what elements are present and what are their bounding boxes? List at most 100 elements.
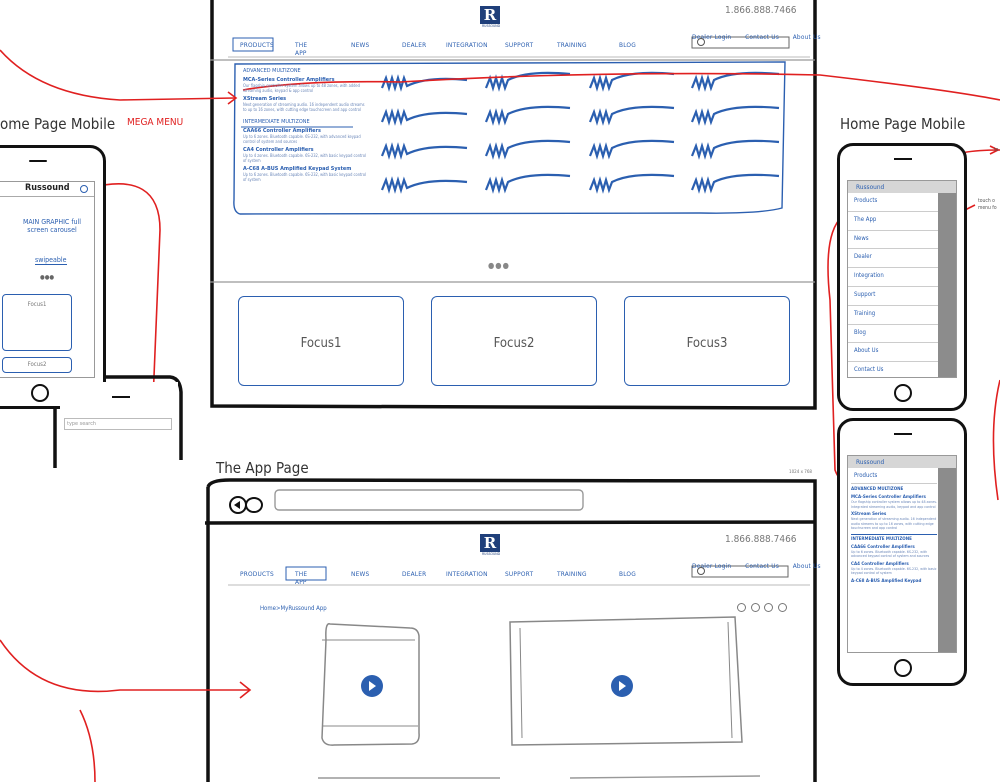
nav-training[interactable]: TRAINING (557, 570, 587, 578)
nav-dealer[interactable]: DEALER (402, 570, 427, 578)
dealer-login-link[interactable]: Dealer Login (692, 33, 732, 41)
social-icons (737, 597, 787, 616)
menu-item-products[interactable]: Products (848, 193, 938, 212)
menu-item-blog[interactable]: Blog (848, 325, 938, 344)
nav-support[interactable]: SUPPORT (505, 41, 534, 49)
mega-menu: ADVANCED MULTIZONE MCA-Series Controller… (243, 68, 368, 182)
size-note: 1024 x 768 (789, 470, 812, 475)
focus-card-1[interactable]: Focus1 (238, 296, 404, 386)
search-icon[interactable] (697, 567, 705, 575)
mega-item[interactable]: CAA66 Controller Amplifiers Up to 6 zone… (851, 545, 937, 559)
mega-item[interactable]: XStream Series Next generation of stream… (851, 512, 937, 531)
focus-label: Focus2 (493, 335, 535, 351)
overlay-dim[interactable] (938, 468, 956, 652)
share-icon[interactable] (777, 603, 787, 612)
carousel-dots[interactable]: ●●● (488, 261, 510, 270)
logo-text: RUSSOUND (481, 552, 501, 556)
twitter-icon[interactable] (750, 603, 760, 612)
mega-item[interactable]: XStream Series Next generation of stream… (243, 96, 368, 112)
mega-item-desc: Our flagship controller system allows up… (243, 83, 360, 93)
mega-item[interactable]: MCA-Series Controller Amplifiers Our fla… (243, 77, 368, 93)
dealer-login-link[interactable]: Dealer Login (692, 562, 732, 570)
nav-news[interactable]: NEWS (351, 41, 370, 49)
menu-item-training[interactable]: Training (848, 306, 938, 325)
phone-speaker (29, 160, 47, 162)
brand-name[interactable]: Russound (856, 458, 885, 466)
menu-item-news[interactable]: News (848, 231, 938, 250)
mega-item-title: A-C68 A-BUS Amplified Keypad System (243, 166, 352, 172)
nav-the-app[interactable]: THE APP (295, 41, 308, 57)
mega-item[interactable]: CAA66 Controller Amplifiers Up to 6 zone… (243, 128, 368, 144)
mega-item-desc: Up to 6 zones. Bluetooth capable. 6S-232… (851, 549, 930, 559)
mega-item-desc: Up to 6 zones. Bluetooth capable. 6S-232… (243, 172, 367, 182)
logo[interactable]: R RUSSOUND (480, 534, 502, 560)
home-button[interactable] (894, 659, 912, 677)
menu-item-support[interactable]: Support (848, 287, 938, 306)
utility-links: Dealer Login Contact Us About Us (692, 24, 821, 43)
phone-screen: Russound Products ADVANCED MULTIZONE MCA… (847, 455, 957, 653)
nav-products[interactable]: PRODUCTS (240, 41, 274, 49)
nav-news[interactable]: NEWS (351, 570, 370, 578)
mega-item[interactable]: MCA-Series Controller Amplifiers Our fla… (851, 495, 937, 509)
focus-label: Focus1 (27, 301, 47, 308)
menu-header: Russound (848, 456, 956, 468)
nav-dealer[interactable]: DEALER (402, 41, 427, 49)
mega-item[interactable]: CA4 Controller Amplifiers Up to 4 zones.… (851, 562, 937, 576)
mega-item[interactable]: CA4 Controller Amplifiers Up to 4 zones.… (243, 147, 368, 163)
nav-products[interactable]: PRODUCTS (240, 570, 274, 578)
menu-item-dealer[interactable]: Dealer (848, 249, 938, 269)
nav-training[interactable]: TRAINING (557, 41, 587, 49)
breadcrumb[interactable]: Home>MyRussound App (260, 605, 327, 612)
video-play-icon[interactable] (361, 675, 383, 697)
about-us-link[interactable]: About Us (792, 562, 821, 570)
search-field[interactable]: type search (64, 418, 172, 430)
overlay-dim[interactable] (938, 193, 956, 377)
focus-card-1[interactable]: Focus1 (2, 294, 72, 351)
nav-support[interactable]: SUPPORT (505, 570, 534, 578)
contact-us-link[interactable]: Contact Us (745, 33, 779, 41)
menu-item-about-us[interactable]: About Us (848, 343, 938, 363)
mega-item-title: CAA66 Controller Amplifiers (243, 128, 321, 134)
focus-card-2[interactable]: Focus2 (431, 296, 597, 386)
right-phone-menu: Russound Products The App News Dealer In… (837, 143, 967, 411)
left-phone: Russound MAIN GRAPHIC full screen carous… (0, 145, 106, 409)
contact-us-link[interactable]: Contact Us (745, 562, 779, 570)
home-button[interactable] (31, 384, 49, 402)
mega-item-desc: Up to 6 zones. Bluetooth capable. 6S-232… (243, 134, 361, 144)
menu-item-products[interactable]: Products (851, 468, 937, 484)
nav-integration[interactable]: INTEGRATION (446, 41, 488, 49)
focus-card-3[interactable]: Focus3 (624, 296, 790, 386)
phone-screen: Russound Products The App News Dealer In… (847, 180, 957, 378)
brand-name[interactable]: Russound (25, 183, 70, 193)
mega-item-title: MCA-Series Controller Amplifiers (243, 77, 335, 83)
menu-item-the-app[interactable]: The App (848, 212, 938, 231)
logo-mark: R (480, 6, 500, 24)
menu-item-contact-us[interactable]: Contact Us (854, 366, 884, 374)
logo-mark: R (480, 534, 500, 552)
video-play-icon[interactable] (611, 675, 633, 697)
mobile-header: Russound (0, 182, 94, 197)
focus-card-2[interactable]: Focus2 (2, 357, 72, 373)
nav-the-app[interactable]: THE APP (295, 570, 308, 586)
carousel-dots[interactable]: ●●● (40, 274, 55, 281)
products-expanded: Products ADVANCED MULTIZONE MCA-Series C… (848, 468, 937, 584)
facebook-icon[interactable] (737, 603, 746, 612)
nav-blog[interactable]: BLOG (619, 41, 636, 49)
swipe-label[interactable]: swipeable (35, 256, 67, 265)
mega-item[interactable]: A-C68 A-BUS Amplified Keypad (851, 579, 937, 584)
about-us-link[interactable]: About Us (792, 33, 821, 41)
nav-blog[interactable]: BLOG (619, 570, 636, 578)
mega-item[interactable]: A-C68 A-BUS Amplified Keypad System Up t… (243, 166, 368, 182)
annotation-note: touch o menu fo (978, 198, 997, 211)
nav-integration[interactable]: INTEGRATION (446, 570, 488, 578)
home-button[interactable] (894, 384, 912, 402)
search-phone-screen: type search (60, 382, 178, 462)
brand-name[interactable]: Russound (856, 183, 885, 191)
search-icon[interactable] (80, 185, 88, 193)
search-icon[interactable] (697, 38, 705, 46)
mega-item-title: CAA66 Controller Amplifiers (851, 544, 915, 550)
youtube-icon[interactable] (764, 603, 774, 612)
mega-item-desc: Next generation of streaming audio. 16 i… (243, 102, 365, 112)
menu-item-integration[interactable]: Integration (848, 268, 938, 287)
logo[interactable]: R RUSSOUND (480, 6, 502, 32)
